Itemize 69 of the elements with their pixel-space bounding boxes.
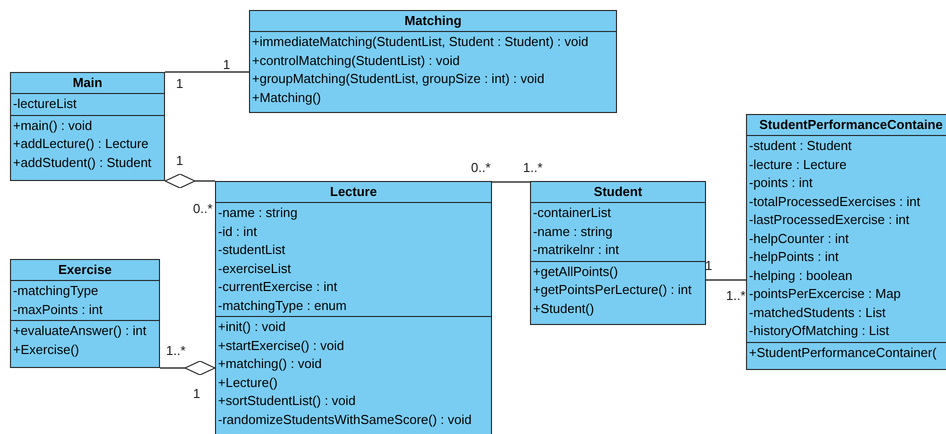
class-attribute: -points : int <box>749 175 813 190</box>
class-attribute: -id : int <box>218 224 258 238</box>
class-attribute: -matchingType : enum <box>218 298 347 312</box>
class-attribute: -student : Student <box>749 138 852 153</box>
class-attribute: -helpPoints : int <box>749 249 839 264</box>
class-method: +controlMatching(StudentList) : void <box>252 52 460 68</box>
class-attribute: -lecture : Lecture <box>749 156 847 172</box>
class-attribute: -name : string <box>218 205 298 220</box>
association-line <box>165 71 249 73</box>
class-attribute: -helping : boolean <box>749 268 852 282</box>
class-method: +getAllPoints() <box>533 264 618 278</box>
association-line <box>706 279 746 281</box>
class-box <box>215 181 492 434</box>
class-method: +groupMatching(StudentList, groupSize : int) : void <box>252 71 544 86</box>
class-box <box>249 10 617 113</box>
class-name: Exercise <box>58 260 112 279</box>
multiplicity-label: 1 <box>176 76 184 91</box>
aggregation-line <box>164 174 215 188</box>
multiplicity-label: 1..* <box>166 343 186 358</box>
class-method: +StudentPerformanceContainer( <box>749 344 937 360</box>
class-attribute: -currentExercise : int <box>218 279 338 294</box>
class-box <box>530 181 706 325</box>
class-attribute: -matchedStudents : List <box>749 304 886 320</box>
multiplicity-label: 1 <box>193 386 200 401</box>
class-attribute: -studentList <box>218 242 286 257</box>
class-box <box>10 72 165 181</box>
class-name: Student <box>594 182 642 201</box>
class-method: +Student() <box>533 300 594 316</box>
class-method: +init() : void <box>218 319 286 334</box>
class-attribute: -exerciseList <box>218 260 291 276</box>
class-attribute: -matchingType <box>13 283 98 298</box>
class-attribute: -maxPoints : int <box>13 302 103 316</box>
class-box <box>10 259 160 368</box>
class-method: +immediateMatching(StudentList, Student : Student) : void <box>252 34 588 49</box>
class-attribute: -historyOfMatching : List <box>749 323 890 338</box>
class-method: +getPointsPerLecture() : int <box>533 282 692 297</box>
aggregation-line <box>160 360 216 376</box>
class-attribute: -matrikelnr : int <box>533 242 619 257</box>
class-attribute: -helpCounter : int <box>749 230 849 246</box>
class-name: Main <box>72 74 102 92</box>
class-name: Lecture <box>330 182 377 201</box>
class-name: StudentPerformanceContaine <box>759 116 943 134</box>
class-attribute: -pointsPerExcercise : Map <box>749 286 901 301</box>
class-method: +Exercise() <box>13 342 80 356</box>
class-method: +addLecture() : Lecture <box>13 136 148 151</box>
multiplicity-label: 0..* <box>193 201 213 216</box>
class-method: +sortStudentList() : void <box>218 393 356 408</box>
multiplicity-label: 1..* <box>523 160 543 175</box>
class-method: +Matching() <box>252 90 321 104</box>
multiplicity-label: 0..* <box>471 160 491 175</box>
class-attribute: -lastProcessedExercise : int <box>749 212 910 227</box>
class-attribute: -totalProcessedExercises : int <box>749 194 920 208</box>
multiplicity-label: 1 <box>223 57 230 72</box>
class-method: +addStudent() : Student <box>13 154 152 170</box>
class-name: Matching <box>404 12 462 30</box>
multiplicity-label: 1..* <box>726 288 746 303</box>
class-method: +matching() : void <box>218 356 322 371</box>
class-method: +Lecture() <box>218 374 278 390</box>
class-attribute: -lectureList <box>13 96 77 111</box>
class-method: +startExercise() : void <box>218 338 344 352</box>
class-method: +evaluateAnswer() : int <box>13 323 146 338</box>
association-line <box>492 181 530 183</box>
class-method: +main() : void <box>13 118 92 132</box>
multiplicity-label: 1 <box>705 258 712 273</box>
multiplicity-label: 1 <box>176 153 184 168</box>
class-attribute: -containerList <box>533 205 612 220</box>
class-attribute: -name : string <box>533 224 612 238</box>
class-method: -randomizeStudentsWithSameScore() : void <box>218 412 472 426</box>
class-box <box>746 114 946 370</box>
